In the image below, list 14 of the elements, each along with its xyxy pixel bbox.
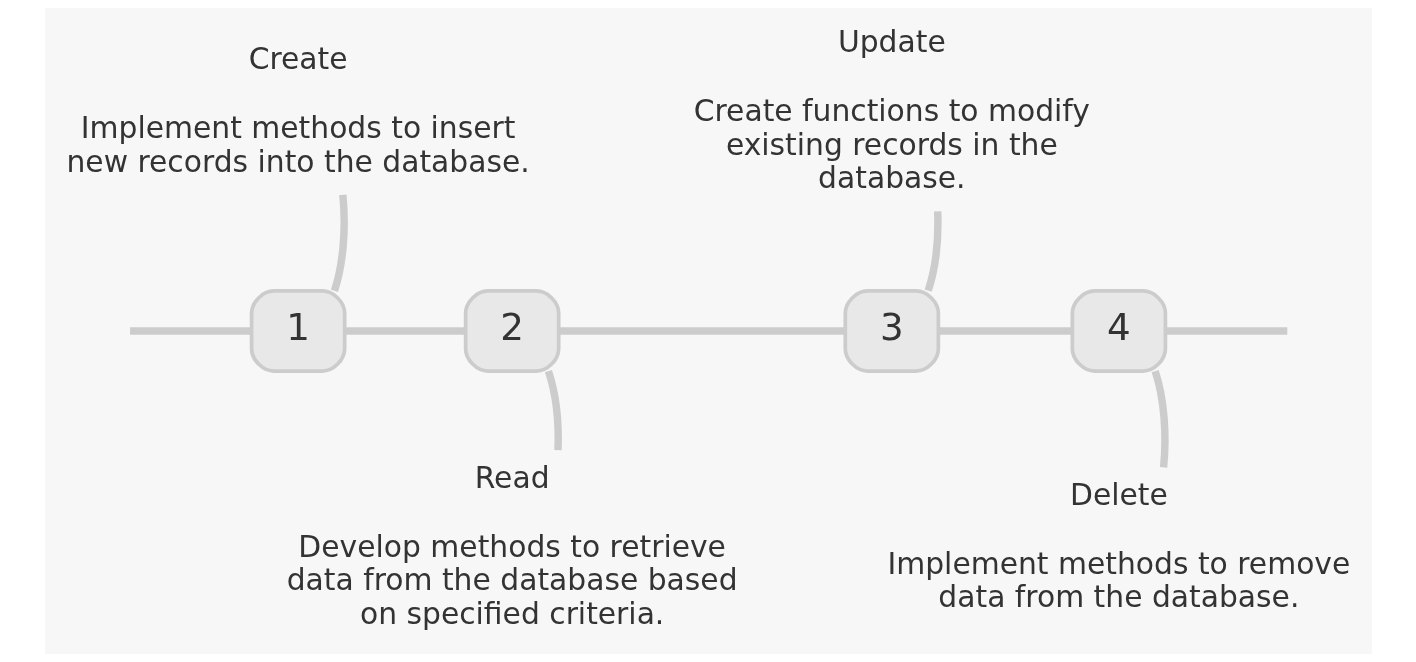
- node-text: Read Develop methods to retrieve data from the database based on specified criteria.: [286, 459, 738, 631]
- node-box: 3: [842, 289, 940, 373]
- node-box: 4: [1070, 289, 1167, 373]
- node-text: Create Implement methods to insert new records into the database.: [65, 41, 530, 179]
- connector: [330, 194, 348, 292]
- connector: [544, 370, 562, 451]
- node-box: 2: [463, 289, 561, 373]
- connector: [344, 327, 465, 335]
- node-box: 1: [249, 289, 346, 373]
- node-text: Delete Implement methods to remove data from the database.: [886, 476, 1350, 615]
- node-text: Update Create functions to modify existing records in the database.: [693, 24, 1090, 196]
- connector: [938, 327, 1072, 335]
- connector: [558, 327, 845, 335]
- connector: [1165, 327, 1287, 335]
